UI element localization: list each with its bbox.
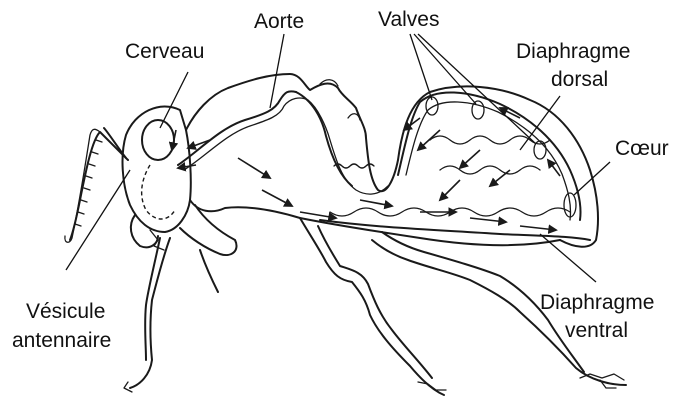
body-outline	[186, 74, 598, 247]
valve-shape-2	[472, 101, 484, 119]
label-diaphragme-dorsal-line1: Diaphragme	[516, 40, 630, 63]
label-aorte: Aorte	[254, 10, 304, 33]
label-valves: Valves	[378, 8, 439, 31]
brain-shape	[142, 120, 174, 160]
label-coeur: Cœur	[615, 137, 669, 160]
leader-coeur	[574, 162, 610, 195]
aorta	[178, 91, 388, 194]
label-vesicule-line1: Vésicule	[26, 300, 105, 323]
dorsal-diaphragm	[430, 136, 550, 174]
heart	[398, 92, 581, 220]
label-diaphragme-dorsal-line2: dorsal	[551, 68, 608, 91]
leader-diaphragme-ventral	[540, 234, 596, 282]
antenna	[65, 128, 128, 242]
label-diaphragme-ventral-line2: ventral	[565, 319, 628, 342]
label-cerveau: Cerveau	[125, 40, 204, 63]
label-diaphragme-ventral-line1: Diaphragme	[540, 291, 654, 314]
label-vesicule-line2: antennaire	[12, 329, 111, 352]
